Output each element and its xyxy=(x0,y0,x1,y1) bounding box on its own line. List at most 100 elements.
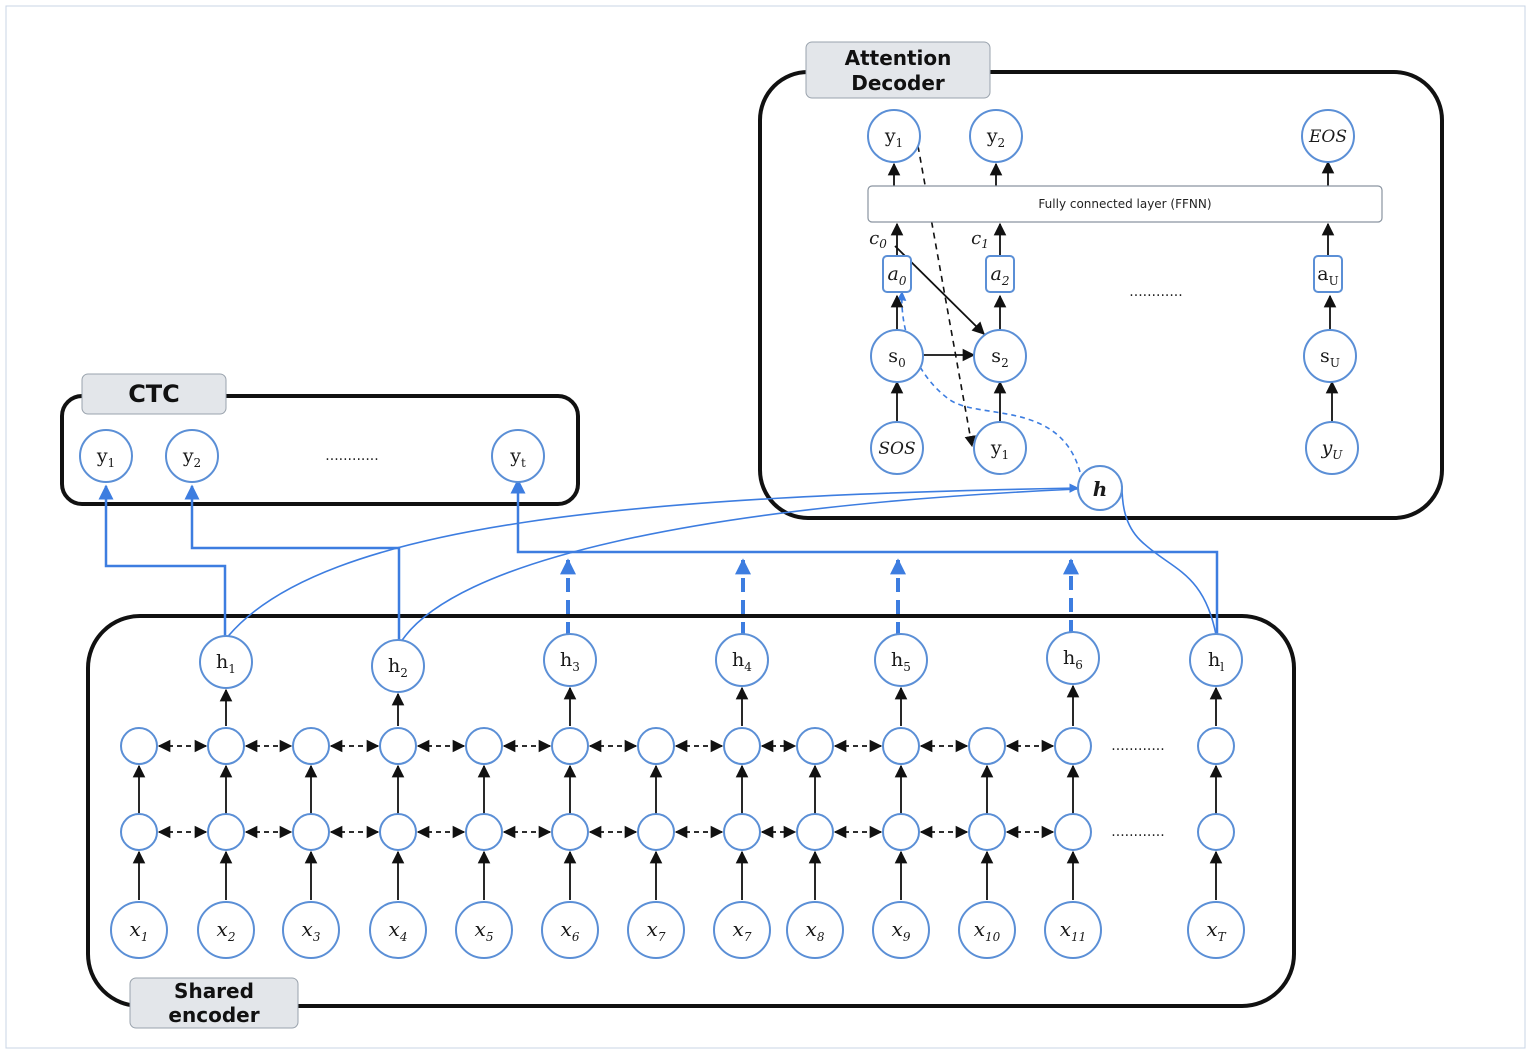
hidden-node-h-3: h4 xyxy=(715,633,769,687)
decoder-state-node-s-0-label-base: s xyxy=(888,345,898,367)
decoder-ellipsis: ............ xyxy=(1129,284,1182,300)
hidden-node-h-3-shape xyxy=(715,633,769,687)
ctc-output-node-2-shape xyxy=(491,429,545,483)
hidden-node-h-4: h5 xyxy=(874,633,928,687)
input-node-x-11-shape xyxy=(1044,901,1102,959)
hidden-node-h-1-label-base: h xyxy=(388,655,400,677)
input-node-x-10-label: x10 xyxy=(974,917,1001,944)
encoder-cell-upper-11-shape xyxy=(1054,727,1092,765)
encoder-cell-upper-9 xyxy=(882,727,920,765)
input-node-x-6-shape xyxy=(627,901,685,959)
input-node-x-3-label-sub: 4 xyxy=(399,930,408,944)
encoder-cell-lower-3-shape xyxy=(379,813,417,851)
connector-hl-yt xyxy=(510,478,1219,638)
hidden-node-h-0-label: h1 xyxy=(216,651,236,676)
encoder-cell-upper-12 xyxy=(1197,727,1235,765)
encoder-cell-upper-9-shape xyxy=(882,727,920,765)
attention-node-a-2-label-sub: U xyxy=(1329,274,1339,288)
input-node-x-10-shape xyxy=(958,901,1016,959)
decoder-input-node-0-shape xyxy=(870,421,924,475)
ctc-output-node-1-label: y2 xyxy=(182,445,201,470)
encoder-layer-1-nodes xyxy=(120,813,1235,851)
decoder-output-node-1-label-sub: 2 xyxy=(998,136,1006,150)
connector-h2-y2 xyxy=(184,484,401,642)
attention-node-a-2-shape xyxy=(1313,255,1343,293)
ctc-output-node-2-label-sub: t xyxy=(521,456,526,470)
input-node-x-10-label-sub: 10 xyxy=(985,930,1001,944)
input-node-x-2-label-base: x xyxy=(302,917,313,941)
attention-node-a-1: a2 xyxy=(985,255,1015,293)
input-node-x-0-label-sub: 1 xyxy=(141,930,149,944)
input-node-x-5-label-base: x xyxy=(561,917,572,941)
decoder-input-node-2-label-base: y xyxy=(1321,437,1333,459)
ctc-output-node-0-label: y1 xyxy=(96,445,115,470)
context-label-c-0-base: c xyxy=(869,228,879,249)
input-node-x-9-label-base: x xyxy=(892,917,903,941)
input-node-x-9-label: x9 xyxy=(892,917,911,944)
attention-node-a-0-shape xyxy=(882,255,912,293)
encoder-cell-lower-2 xyxy=(292,813,330,851)
encoder-cell-lower-11 xyxy=(1054,813,1092,851)
decoder-input-node-0-label-base: SOS xyxy=(878,439,915,459)
input-node-x-11-label-sub: 11 xyxy=(1071,930,1086,944)
encoder-cell-upper-0 xyxy=(120,727,158,765)
input-node-x-10-label-base: x xyxy=(974,917,985,941)
decoder-input-node-0-label: SOS xyxy=(878,439,915,459)
shared-encoder-box xyxy=(86,614,1296,1008)
attention-node-a-2: aU xyxy=(1313,255,1343,293)
hidden-node-h-6-label: hl xyxy=(1208,649,1224,674)
input-node-x-11-label-base: x xyxy=(1060,917,1071,941)
ctc-ellipsis: ............ xyxy=(325,448,378,464)
input-node-x-8-label: x8 xyxy=(806,917,825,944)
curve-h1-to-h xyxy=(224,483,1079,641)
ctc-output-node-2-label: yt xyxy=(509,445,526,470)
encoder-cell-upper-12-shape xyxy=(1197,727,1235,765)
encoder-cell-upper-2-shape xyxy=(292,727,330,765)
attention-node-a-1-label: a2 xyxy=(991,263,1010,288)
input-node-x-1: x2 xyxy=(197,901,255,959)
input-node-x-12-label-base: x xyxy=(1206,917,1217,941)
decoder-state-node-s-2-label-base: s xyxy=(1320,345,1330,367)
ctc-output-node-0-shape xyxy=(79,429,133,483)
input-node-x-1-label-sub: 2 xyxy=(227,930,236,944)
input-node-x-5-label: x6 xyxy=(561,917,580,944)
decoder-state-node-s-1-label-base: s xyxy=(991,345,1001,367)
input-node-x-12: xT xyxy=(1187,901,1245,959)
input-node-x-9-label-sub: 9 xyxy=(903,930,911,944)
decoder-input-node-1-label-base: y xyxy=(990,437,1002,459)
input-node-x-7-label-sub: 7 xyxy=(744,930,752,944)
context-label-c-1-sub: 1 xyxy=(981,237,989,251)
attention-decoder-tag xyxy=(805,41,991,99)
encoder-cell-upper-10 xyxy=(968,727,1006,765)
hidden-node-h-1: h2 xyxy=(371,639,425,693)
attention-source-node-h xyxy=(1077,465,1123,511)
input-node-x-5-shape xyxy=(541,901,599,959)
ctc-output-node-1: y2 xyxy=(165,429,219,483)
encoder-cell-lower-11-shape xyxy=(1054,813,1092,851)
hidden-node-h-5-label-sub: 6 xyxy=(1075,658,1083,672)
input-node-x-6-label-base: x xyxy=(647,917,658,941)
encoder-cell-upper-0-shape xyxy=(120,727,158,765)
encoder-cell-upper-4 xyxy=(465,727,503,765)
input-node-x-5-label-sub: 6 xyxy=(572,930,580,944)
encoder-cell-upper-5 xyxy=(551,727,589,765)
shared-encoder-label-1: Shared xyxy=(174,979,254,1003)
context-label-c-1-base: c xyxy=(971,228,981,249)
decoder-input-node-1: y1 xyxy=(973,421,1027,475)
input-node-x-12-shape xyxy=(1187,901,1245,959)
hidden-node-h-5: h6 xyxy=(1046,631,1100,685)
hidden-node-h-1-label-sub: 2 xyxy=(400,666,408,680)
attention-decoder-label-1: Attention xyxy=(845,46,952,70)
ctc-output-node-1-label-sub: 2 xyxy=(194,456,202,470)
decoder-input-node-0: SOS xyxy=(870,421,924,475)
ctc-output-nodes: y1 y2 yt xyxy=(79,429,545,483)
hidden-node-h-6-label-base: h xyxy=(1208,649,1220,671)
encoder-cell-lower-9-shape xyxy=(882,813,920,851)
hidden-node-h-3-label-sub: 4 xyxy=(744,660,752,674)
encoder-cell-lower-7-shape xyxy=(723,813,761,851)
encoder-cell-lower-0 xyxy=(120,813,158,851)
encoder-cell-lower-10-shape xyxy=(968,813,1006,851)
decoder-output-node-0: y1 xyxy=(867,109,921,163)
encoder-cell-lower-4 xyxy=(465,813,503,851)
decoder-input-node-1-label-sub: 1 xyxy=(1002,448,1010,462)
